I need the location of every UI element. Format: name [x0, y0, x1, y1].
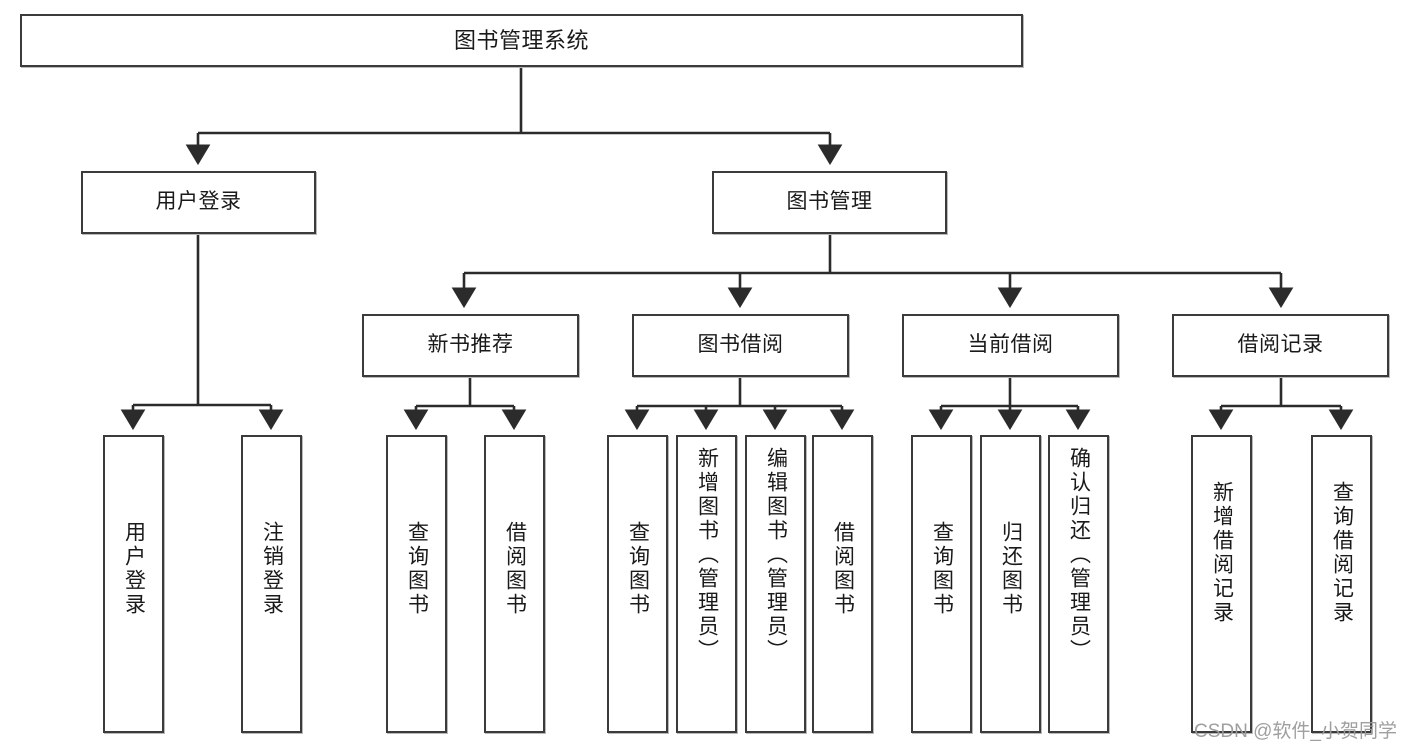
csdn-watermark: CSDN @软件_小贺同学 [1194, 721, 1397, 742]
leaf-add-book-admin[interactable]: 新增图书（管理员） [676, 435, 737, 733]
node-book-management[interactable]: 图书管理 [712, 171, 947, 234]
node-new-book-recommend[interactable]: 新书推荐 [362, 314, 579, 377]
node-current-borrow[interactable]: 当前借阅 [902, 314, 1119, 377]
leaf-query-book-borrow[interactable]: 查询图书 [607, 435, 668, 733]
node-label: 当前借阅 [967, 333, 1054, 357]
node-label: 图书管理 [786, 190, 873, 214]
node-root-system[interactable]: 图书管理系统 [20, 14, 1023, 67]
node-label: 图书管理系统 [453, 27, 589, 53]
node-label: 借阅图书 [831, 521, 855, 617]
node-label: 查询图书 [626, 521, 650, 617]
node-label: 查询图书 [930, 521, 954, 617]
leaf-add-borrow-record[interactable]: 新增借阅记录 [1191, 435, 1252, 733]
leaf-edit-book-admin[interactable]: 编辑图书（管理员） [745, 435, 806, 733]
node-label: 查询图书 [405, 521, 429, 617]
node-label: 新书推荐 [427, 333, 514, 357]
node-label: 借阅记录 [1237, 333, 1324, 357]
node-label: 图书借阅 [697, 333, 784, 357]
leaf-query-book-current[interactable]: 查询图书 [911, 435, 972, 733]
node-label: 归还图书 [999, 521, 1023, 617]
leaf-user-login[interactable]: 用户登录 [103, 435, 164, 733]
node-book-borrow[interactable]: 图书借阅 [632, 314, 849, 377]
node-label: 注销登录 [260, 521, 284, 617]
leaf-borrow-book-newbook[interactable]: 借阅图书 [484, 435, 545, 733]
node-label: 借阅图书 [503, 521, 527, 617]
node-label: 用户登录 [155, 190, 242, 214]
leaf-user-logout[interactable]: 注销登录 [241, 435, 302, 733]
node-borrow-records[interactable]: 借阅记录 [1172, 314, 1389, 377]
node-label: 新增图书（管理员） [695, 447, 719, 663]
node-label: 确认归还（管理员） [1067, 447, 1091, 663]
leaf-query-book-newbook[interactable]: 查询图书 [386, 435, 447, 733]
node-label: 编辑图书（管理员） [764, 447, 788, 663]
node-label: 用户登录 [122, 521, 146, 617]
leaf-borrow-book-borrow[interactable]: 借阅图书 [812, 435, 873, 733]
node-user-login[interactable]: 用户登录 [81, 171, 316, 234]
node-label: 查询借阅记录 [1330, 481, 1354, 625]
node-label: 新增借阅记录 [1210, 481, 1234, 625]
leaf-confirm-return-admin[interactable]: 确认归还（管理员） [1048, 435, 1109, 733]
leaf-query-borrow-record[interactable]: 查询借阅记录 [1311, 435, 1372, 733]
leaf-return-book[interactable]: 归还图书 [980, 435, 1041, 733]
